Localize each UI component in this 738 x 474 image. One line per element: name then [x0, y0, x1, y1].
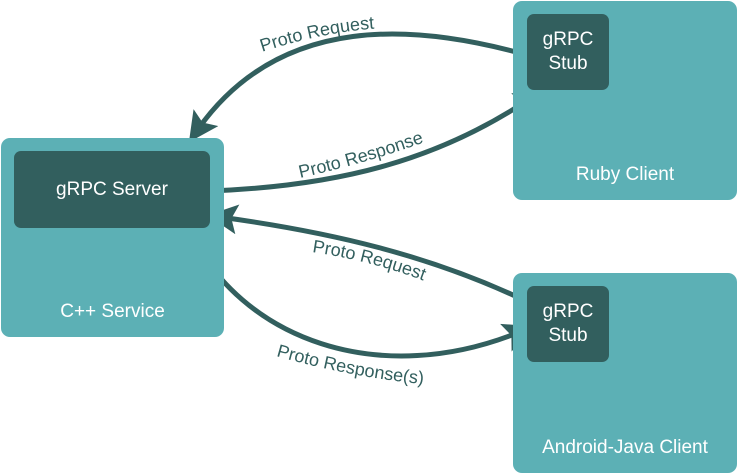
grpc-server-box: gRPC Server — [14, 151, 210, 228]
edge-ruby-request-arrow — [188, 31, 528, 143]
ruby-client-label: Ruby Client — [575, 164, 675, 185]
android-grpc-stub-box: gRPC Stub — [527, 286, 609, 362]
android-client-node: gRPC Stub Android-Java Client — [513, 273, 737, 473]
ruby-client-node: gRPC Stub Ruby Client — [513, 1, 737, 200]
cpp-service-label: C++ Service — [60, 301, 165, 322]
edge-ruby-request-label: Proto Request — [257, 13, 375, 56]
edge-android-response-label: Proto Response(s) — [275, 341, 425, 388]
edge-android-request-arrow — [207, 204, 530, 305]
cpp-service-node: gRPC Server C++ Service — [1, 138, 224, 337]
android-client-label: Android-Java Client — [542, 437, 708, 458]
edge-ruby-response-arrow — [209, 88, 545, 194]
ruby-grpc-stub-box: gRPC Stub — [527, 14, 609, 90]
